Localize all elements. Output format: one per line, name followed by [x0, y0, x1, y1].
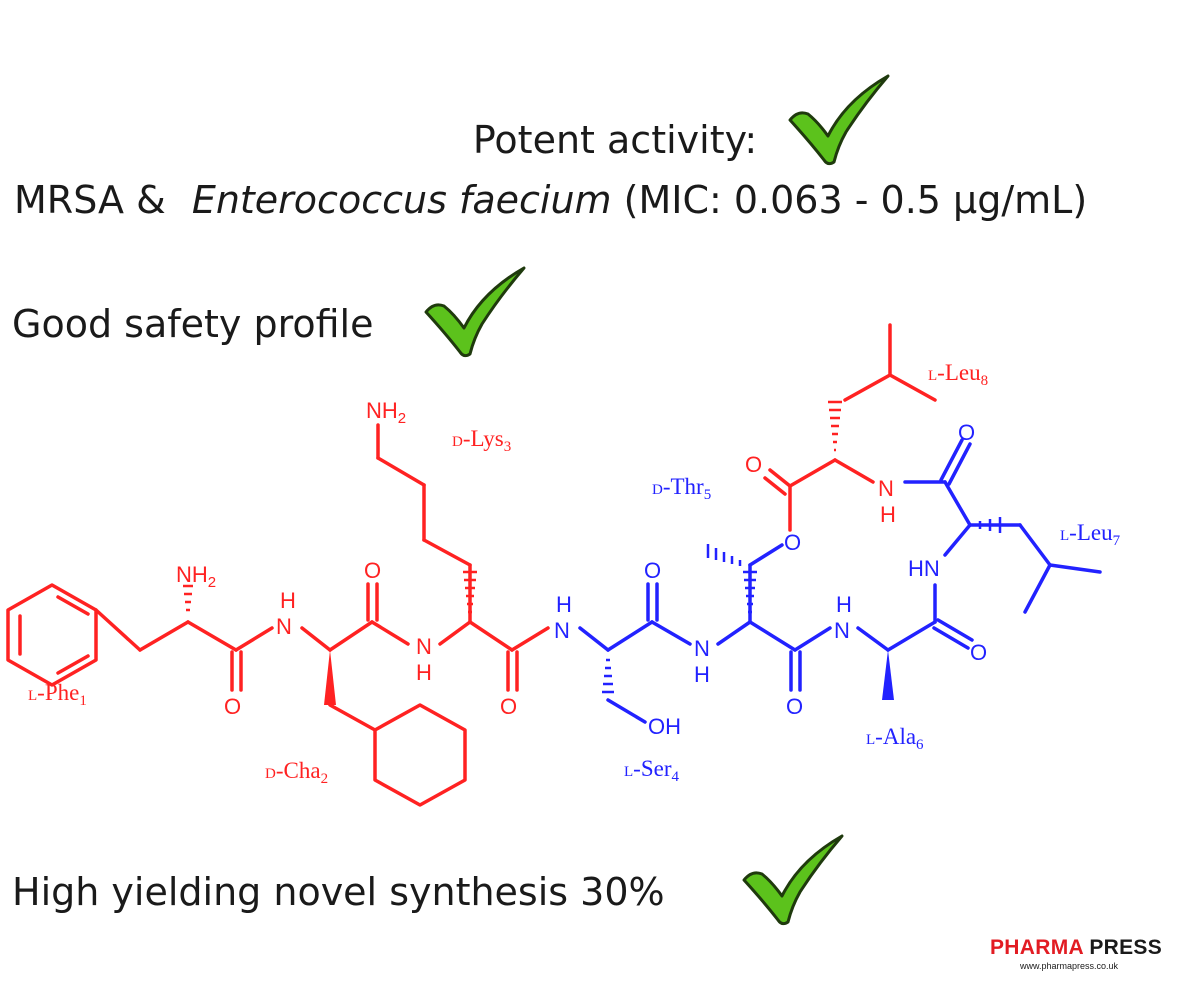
safety-profile-line: Good safety profile	[12, 302, 373, 346]
check-mark-icon	[424, 266, 526, 358]
nitrogen-label: N	[416, 634, 432, 659]
hydrogen-label: H	[556, 592, 572, 617]
logo-brand-dark: PRESS	[1083, 936, 1163, 959]
residue-label-ser: L-Ser4	[624, 756, 680, 785]
red-segment-bonds	[6, 323, 937, 807]
hydrogen-label: H	[694, 662, 710, 687]
red-atom-labels: NH2 O H N O N H O NH2 O N H	[176, 398, 896, 719]
nitrogen-label: N	[276, 614, 292, 639]
check-mark-icon	[788, 74, 890, 166]
residue-label-cha: D-Cha2	[265, 758, 328, 787]
nitrogen-label: N	[834, 618, 850, 643]
nitrogen-label: N	[554, 618, 570, 643]
residue-labels: L-Phe1 D-Cha2 D-Lys3 L-Leu8 L-Ser4 D-Thr…	[28, 360, 1121, 787]
oxygen-label: O	[745, 452, 762, 477]
hn-label: HN	[908, 556, 940, 581]
hydrogen-label: H	[280, 588, 296, 613]
mic-value: (MIC: 0.063 - 0.5 μg/mL)	[611, 178, 1088, 222]
potent-activity-text: Potent activity:	[472, 118, 758, 162]
oxygen-label: O	[364, 558, 381, 583]
nh2-label: NH2	[366, 398, 406, 427]
oxygen-label: O	[644, 558, 661, 583]
residue-label-lys: D-Lys3	[452, 426, 511, 455]
logo-brand-red: PHARMA	[990, 936, 1084, 959]
oxygen-label: O	[500, 694, 517, 719]
ring-oxygen-label: O	[784, 530, 801, 555]
residue-label-leu7: L-Leu7	[1060, 520, 1121, 549]
nh2-label: NH2	[176, 562, 216, 591]
red-hash-bonds	[183, 400, 842, 614]
logo-url: www.pharmapress.co.uk	[1020, 961, 1119, 971]
mrsa-text: MRSA &	[14, 178, 178, 222]
hydrogen-label: H	[836, 592, 852, 617]
logo-brand: PHARMA PRESS	[990, 936, 1162, 960]
oxygen-label: O	[970, 640, 987, 665]
synthesis-text: High yielding novel synthesis 30%	[12, 870, 665, 914]
blue-atom-labels: H N O OH N H O O H N O HN O	[554, 420, 987, 739]
mrsa-activity-line: MRSA & Enterococcus faecium (MIC: 0.063 …	[14, 178, 1087, 222]
hydroxyl-label: OH	[648, 714, 681, 739]
oxygen-label: O	[786, 694, 803, 719]
pharma-press-logo: PHARMA PRESS www.pharmapress.co.uk	[990, 936, 1162, 971]
residue-label-leu8: L-Leu8	[928, 360, 988, 389]
hydrogen-label: H	[880, 502, 896, 527]
synthesis-line: High yielding novel synthesis 30%	[12, 870, 665, 914]
potent-activity-heading: Potent activity:	[0, 118, 1200, 162]
oxygen-label: O	[958, 420, 975, 445]
safety-profile-text: Good safety profile	[12, 302, 374, 346]
check-mark-icon	[742, 834, 844, 926]
hydrogen-label: H	[416, 660, 432, 685]
residue-label-phe: L-Phe1	[28, 680, 87, 709]
nitrogen-label: N	[694, 636, 710, 661]
residue-label-thr: D-Thr5	[652, 474, 711, 503]
residue-label-ala: L-Ala6	[866, 724, 924, 753]
species-name: Enterococcus faecium	[191, 178, 612, 222]
nitrogen-label: N	[878, 476, 894, 501]
oxygen-label: O	[224, 694, 241, 719]
blue-hash-bonds	[602, 517, 1002, 694]
